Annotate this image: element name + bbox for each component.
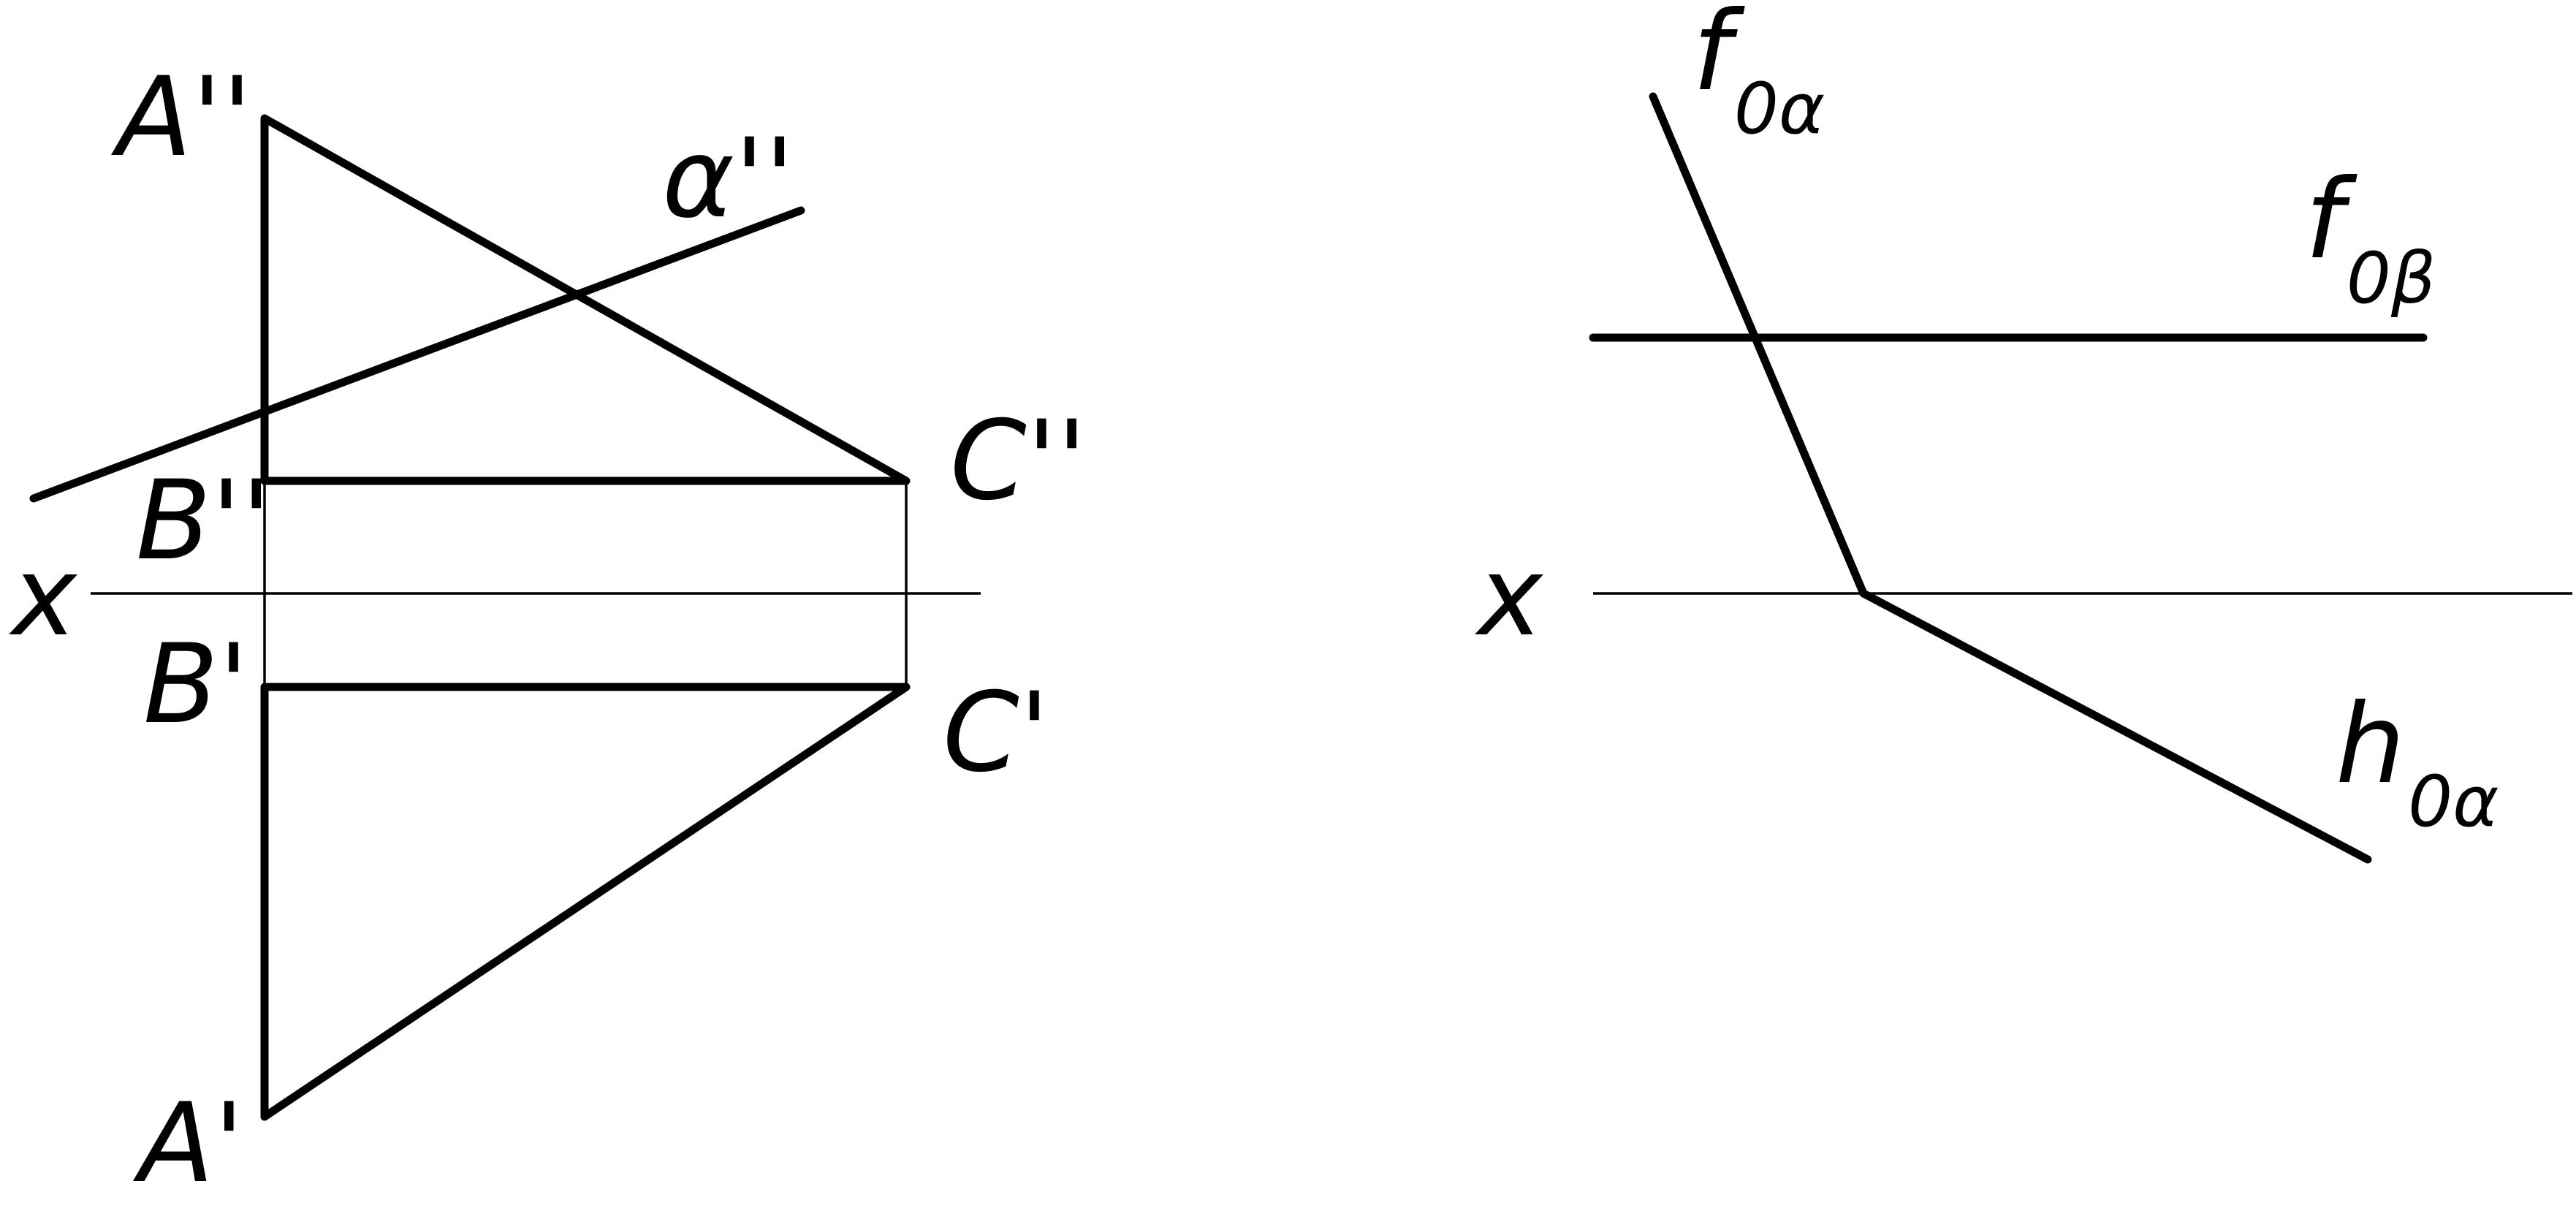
left-view: A'' α'' B'' C'' x B' C' A'	[9, 54, 1087, 1207]
plane-alpha-frontal-trace	[29, 206, 805, 503]
label-f-alpha-sub: 0α	[1734, 68, 1825, 150]
label-f-alpha: f0α	[1692, 0, 1825, 150]
label-b-horizontal: B'	[143, 621, 248, 748]
trace-h-alpha	[1859, 589, 2372, 864]
triangle-frontal-projection	[260, 114, 911, 485]
trace-f-alpha	[1649, 92, 1868, 598]
label-h-alpha-main: h	[2336, 681, 2405, 808]
label-a-horizontal: A'	[133, 1080, 244, 1207]
label-b-frontal: B''	[136, 457, 271, 585]
label-c-horizontal: C'	[943, 669, 1049, 797]
label-h-alpha-sub: 0α	[2408, 761, 2499, 843]
triangle-horizontal-projection	[260, 683, 911, 1121]
label-f-beta-sub: 0β	[2347, 238, 2436, 319]
label-x-left: x	[9, 533, 78, 661]
label-x-right: x	[1475, 533, 1544, 661]
right-view: x f0α f0β h0α	[1475, 0, 2572, 864]
label-alpha-frontal: α''	[662, 115, 794, 243]
label-c-frontal: C''	[950, 398, 1087, 525]
label-a-frontal: A''	[111, 54, 252, 181]
label-f-beta: f0β	[2305, 156, 2436, 319]
label-h-alpha: h0α	[2336, 681, 2499, 843]
